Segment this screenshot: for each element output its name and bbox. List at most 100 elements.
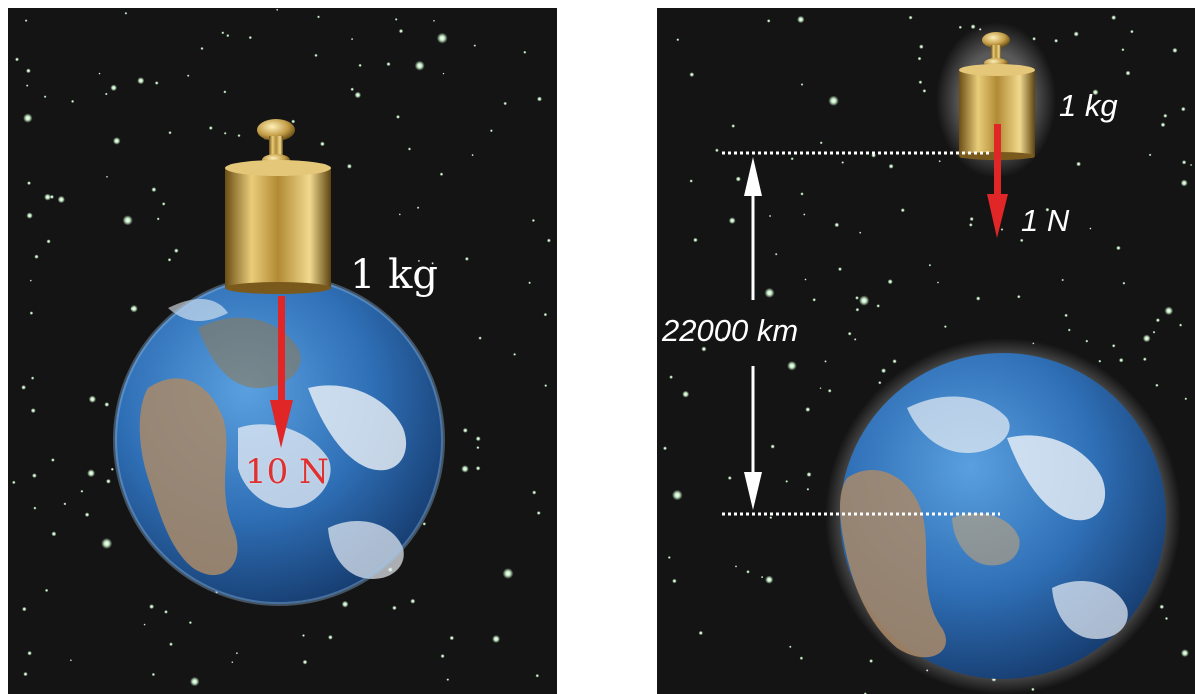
star	[12, 480, 16, 485]
star	[350, 87, 355, 92]
star	[838, 267, 842, 272]
star	[544, 384, 548, 388]
force-label: 1 N	[1021, 203, 1070, 238]
star	[1019, 238, 1024, 243]
star	[1160, 122, 1166, 128]
star	[1180, 649, 1189, 658]
star	[110, 467, 114, 471]
star	[531, 218, 536, 223]
star	[124, 11, 128, 15]
star	[1172, 47, 1178, 54]
star	[1142, 357, 1147, 362]
star	[918, 80, 923, 85]
star	[1163, 113, 1168, 118]
star	[414, 60, 425, 71]
star	[432, 19, 436, 22]
brass-weight-icon	[225, 119, 331, 294]
star	[523, 50, 527, 54]
star	[502, 568, 514, 579]
star	[431, 262, 434, 265]
distance-label: 22000 km	[662, 313, 799, 348]
star	[1111, 15, 1117, 21]
star	[237, 134, 241, 138]
star	[394, 18, 398, 21]
star	[669, 375, 673, 379]
star	[727, 476, 732, 480]
star	[812, 298, 816, 302]
distance-arrow-icon	[744, 157, 762, 510]
earth-globe-icon	[825, 338, 1181, 694]
mass-label: 1 kg	[1059, 88, 1118, 123]
star	[57, 195, 65, 204]
star	[350, 37, 354, 41]
star	[1164, 616, 1169, 621]
star	[154, 81, 159, 85]
star	[1064, 313, 1068, 318]
star	[69, 659, 72, 662]
star	[503, 101, 508, 106]
star	[908, 15, 913, 20]
star	[476, 446, 480, 450]
star	[855, 296, 859, 300]
star	[1118, 357, 1124, 363]
star	[1148, 153, 1152, 157]
star	[161, 202, 166, 206]
star	[824, 360, 827, 363]
star	[1181, 106, 1186, 112]
star	[536, 511, 541, 515]
star	[785, 480, 789, 483]
star	[888, 163, 894, 169]
star	[174, 248, 179, 253]
star	[855, 307, 860, 312]
star	[23, 671, 28, 677]
star	[698, 630, 703, 636]
star	[105, 175, 109, 178]
star	[1054, 38, 1059, 43]
star	[1017, 294, 1021, 299]
star	[200, 46, 204, 51]
star	[968, 223, 973, 227]
star	[106, 478, 111, 484]
star	[440, 654, 445, 659]
star	[15, 57, 19, 62]
star	[354, 91, 362, 99]
force-arrow-icon	[987, 124, 1008, 238]
force-label: 10 N	[245, 452, 329, 492]
star	[26, 68, 31, 74]
star	[49, 194, 55, 199]
star	[51, 458, 55, 462]
star	[130, 307, 133, 310]
star	[186, 74, 190, 77]
star	[853, 338, 857, 341]
star	[223, 90, 227, 94]
star	[806, 472, 812, 477]
star	[386, 62, 391, 67]
star	[834, 222, 840, 228]
star	[1122, 281, 1126, 285]
star	[1045, 207, 1050, 212]
star	[22, 606, 27, 612]
star	[1184, 397, 1188, 401]
star	[766, 19, 771, 23]
star	[768, 214, 772, 218]
star	[44, 588, 49, 593]
star	[869, 659, 874, 663]
star	[29, 279, 32, 282]
star	[938, 160, 941, 163]
star	[774, 252, 778, 256]
star	[734, 565, 738, 568]
star	[471, 153, 474, 157]
star	[764, 287, 775, 298]
star	[291, 119, 296, 124]
star	[341, 600, 349, 608]
star	[1098, 359, 1102, 363]
star	[188, 621, 192, 625]
star	[546, 238, 551, 243]
star	[1125, 70, 1131, 76]
star	[398, 213, 401, 216]
star	[803, 213, 806, 216]
earth-globe-icon	[113, 274, 445, 606]
star	[156, 217, 160, 221]
star	[25, 84, 29, 87]
star	[164, 610, 168, 614]
